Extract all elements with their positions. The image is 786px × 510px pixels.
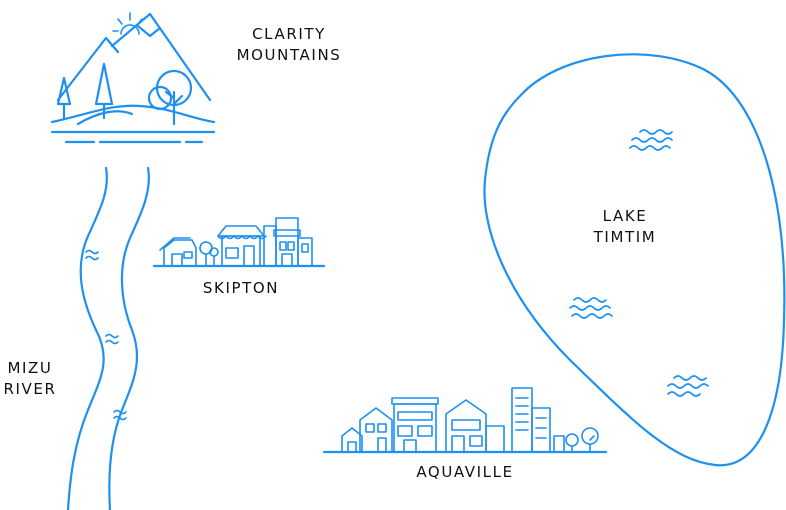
- river-icon: [66, 166, 150, 510]
- label-line: MIZU: [7, 359, 53, 377]
- mountains-icon: [50, 12, 216, 144]
- label-line: SKIPTON: [202, 279, 280, 297]
- town-icon: [152, 217, 326, 268]
- label-line: LAKE: [602, 207, 648, 225]
- tree-icon: [56, 62, 114, 120]
- label-line: AQUAVILLE: [416, 463, 514, 481]
- tree-icon: [147, 69, 193, 126]
- sun-icon: [112, 12, 143, 35]
- wave-icon: [85, 249, 99, 261]
- label-line: RIVER: [3, 380, 57, 398]
- label-line: TIMTIM: [593, 228, 657, 246]
- lake-icon: [483, 53, 786, 467]
- label-skipton: SKIPTON: [186, 278, 296, 299]
- label-clarity-mountains: CLARITY MOUNTAINS: [214, 24, 364, 66]
- wave-icon: [629, 129, 673, 151]
- label-line: MOUNTAINS: [236, 46, 342, 64]
- label-line: CLARITY: [252, 25, 326, 43]
- label-lake-timtim: LAKE TIMTIM: [580, 206, 670, 248]
- wave-icon: [569, 297, 613, 319]
- town-icon: [322, 387, 608, 454]
- wave-icon: [667, 375, 709, 397]
- label-mizu-river: MIZU RIVER: [0, 358, 60, 400]
- wave-icon: [113, 409, 127, 421]
- label-aquaville: AQUAVILLE: [390, 462, 540, 483]
- wave-icon: [105, 333, 119, 345]
